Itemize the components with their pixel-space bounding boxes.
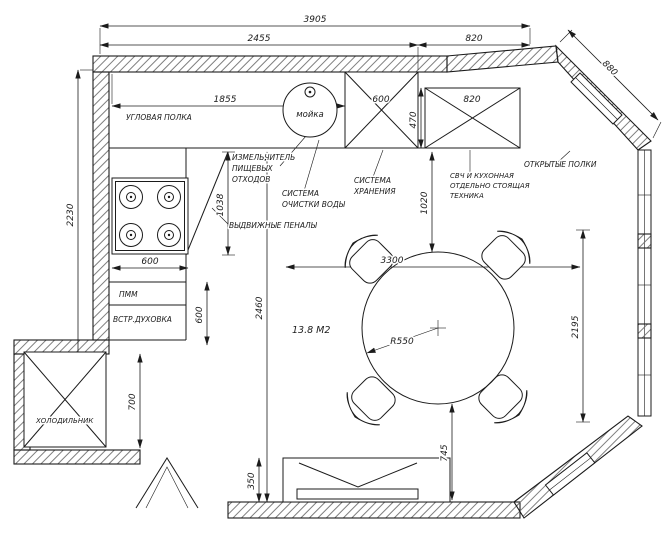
label-storage-system: СИСТЕМА [354, 176, 391, 185]
dim-stove-width: 600 [141, 257, 158, 267]
burner [157, 223, 181, 247]
label-standalone-appliances: СВЧ И КУХОННАЯ [450, 172, 514, 180]
wall-bottom [227, 501, 521, 519]
dim-left-wall-height: 2230 [66, 203, 76, 226]
dim-room-width: 3300 [381, 256, 404, 266]
label-built-in-oven: ВСТР.ДУХОВКА [113, 315, 172, 324]
storage-cabinet [344, 71, 419, 149]
chair [346, 376, 396, 426]
wall-top [92, 55, 448, 73]
label-corner-shelf: УГЛОВАЯ ПОЛКА [126, 113, 192, 122]
bench [282, 457, 451, 503]
dim-bench-clearance: 745 [440, 444, 450, 461]
dim-bench-offset: 350 [247, 472, 257, 489]
wall-diagonal-top [446, 45, 559, 73]
label-open-shelves: ОТКРЫТЫЕ ПОЛКИ [524, 160, 597, 169]
window-right-mullion [637, 323, 652, 339]
table-radius-line [366, 327, 439, 354]
door-swing [135, 457, 199, 509]
dimension-texts: 3905 2455 820 880 2230 1855 600 820 470 … [65, 14, 621, 492]
label-sink: мойка [296, 110, 323, 120]
wall-left [92, 71, 110, 341]
label-dishwasher: ПММ [119, 290, 138, 299]
wall-alcove-bottom [13, 449, 141, 465]
label-standalone-appliances: ТЕХНИКА [450, 192, 484, 200]
burner [119, 185, 143, 209]
label-water-filter: ОЧИСТКИ ВОДЫ [282, 200, 346, 209]
window-right-mullion [637, 233, 652, 249]
burner [119, 223, 143, 247]
label-waste-grinder: ИЗМЕЛЬЧИТЕЛЬ [232, 153, 295, 162]
dim-top-span-left: 2455 [248, 34, 271, 44]
chair [344, 234, 394, 284]
annotation-texts: УГЛОВАЯ ПОЛКА мойка ИЗМЕЛЬЧИТЕЛЬ ПИЩЕВЫХ… [34, 109, 599, 427]
fridge [23, 351, 107, 448]
dim-table-radius: R550 [390, 337, 414, 347]
dim-top-span-right: 820 [465, 34, 482, 44]
dim-room-depth: 2460 [255, 296, 265, 319]
dining-table [361, 251, 515, 405]
corner-unit-diagonal [185, 151, 229, 256]
label-waste-grinder: ОТХОДОВ [232, 175, 270, 184]
chair [478, 374, 528, 424]
dim-counter-run: 1855 [214, 95, 237, 105]
dim-overall-width: 3905 [304, 15, 327, 25]
label-room-area: 13.8 М2 [292, 325, 330, 336]
sink [282, 82, 338, 138]
label-fridge: ХОЛОДИЛЬНИК [35, 417, 94, 425]
chair [481, 230, 531, 280]
label-standalone-appliances: ОТДЕЛЬНО СТОЯЩАЯ [450, 182, 530, 190]
leader-lines [211, 135, 571, 225]
dim-fridge-niche-depth: 700 [128, 393, 138, 410]
stove [111, 177, 189, 255]
dim-appliance-width: 820 [463, 95, 480, 105]
dim-appliance-depth: 470 [409, 111, 419, 128]
label-water-filter: СИСТЕМА [282, 189, 319, 198]
dim-right-wall-span: 2195 [571, 315, 581, 338]
label-pullout-units: ВЫДВИЖНЫЕ ПЕНАЛЫ [229, 221, 318, 230]
label-storage-system: ХРАНЕНИЯ [353, 187, 396, 196]
label-waste-grinder: ПИЩЕВЫХ [232, 164, 273, 173]
dim-corner-unit-depth: 1038 [216, 193, 226, 216]
appliance-cabinet [424, 87, 521, 149]
dim-bay-diagonal: 880 [600, 59, 619, 78]
burner [157, 185, 181, 209]
dim-table-clearance: 1020 [420, 191, 430, 214]
dim-storage-width: 600 [372, 95, 389, 105]
dim-oven-column-height: 600 [195, 306, 205, 323]
